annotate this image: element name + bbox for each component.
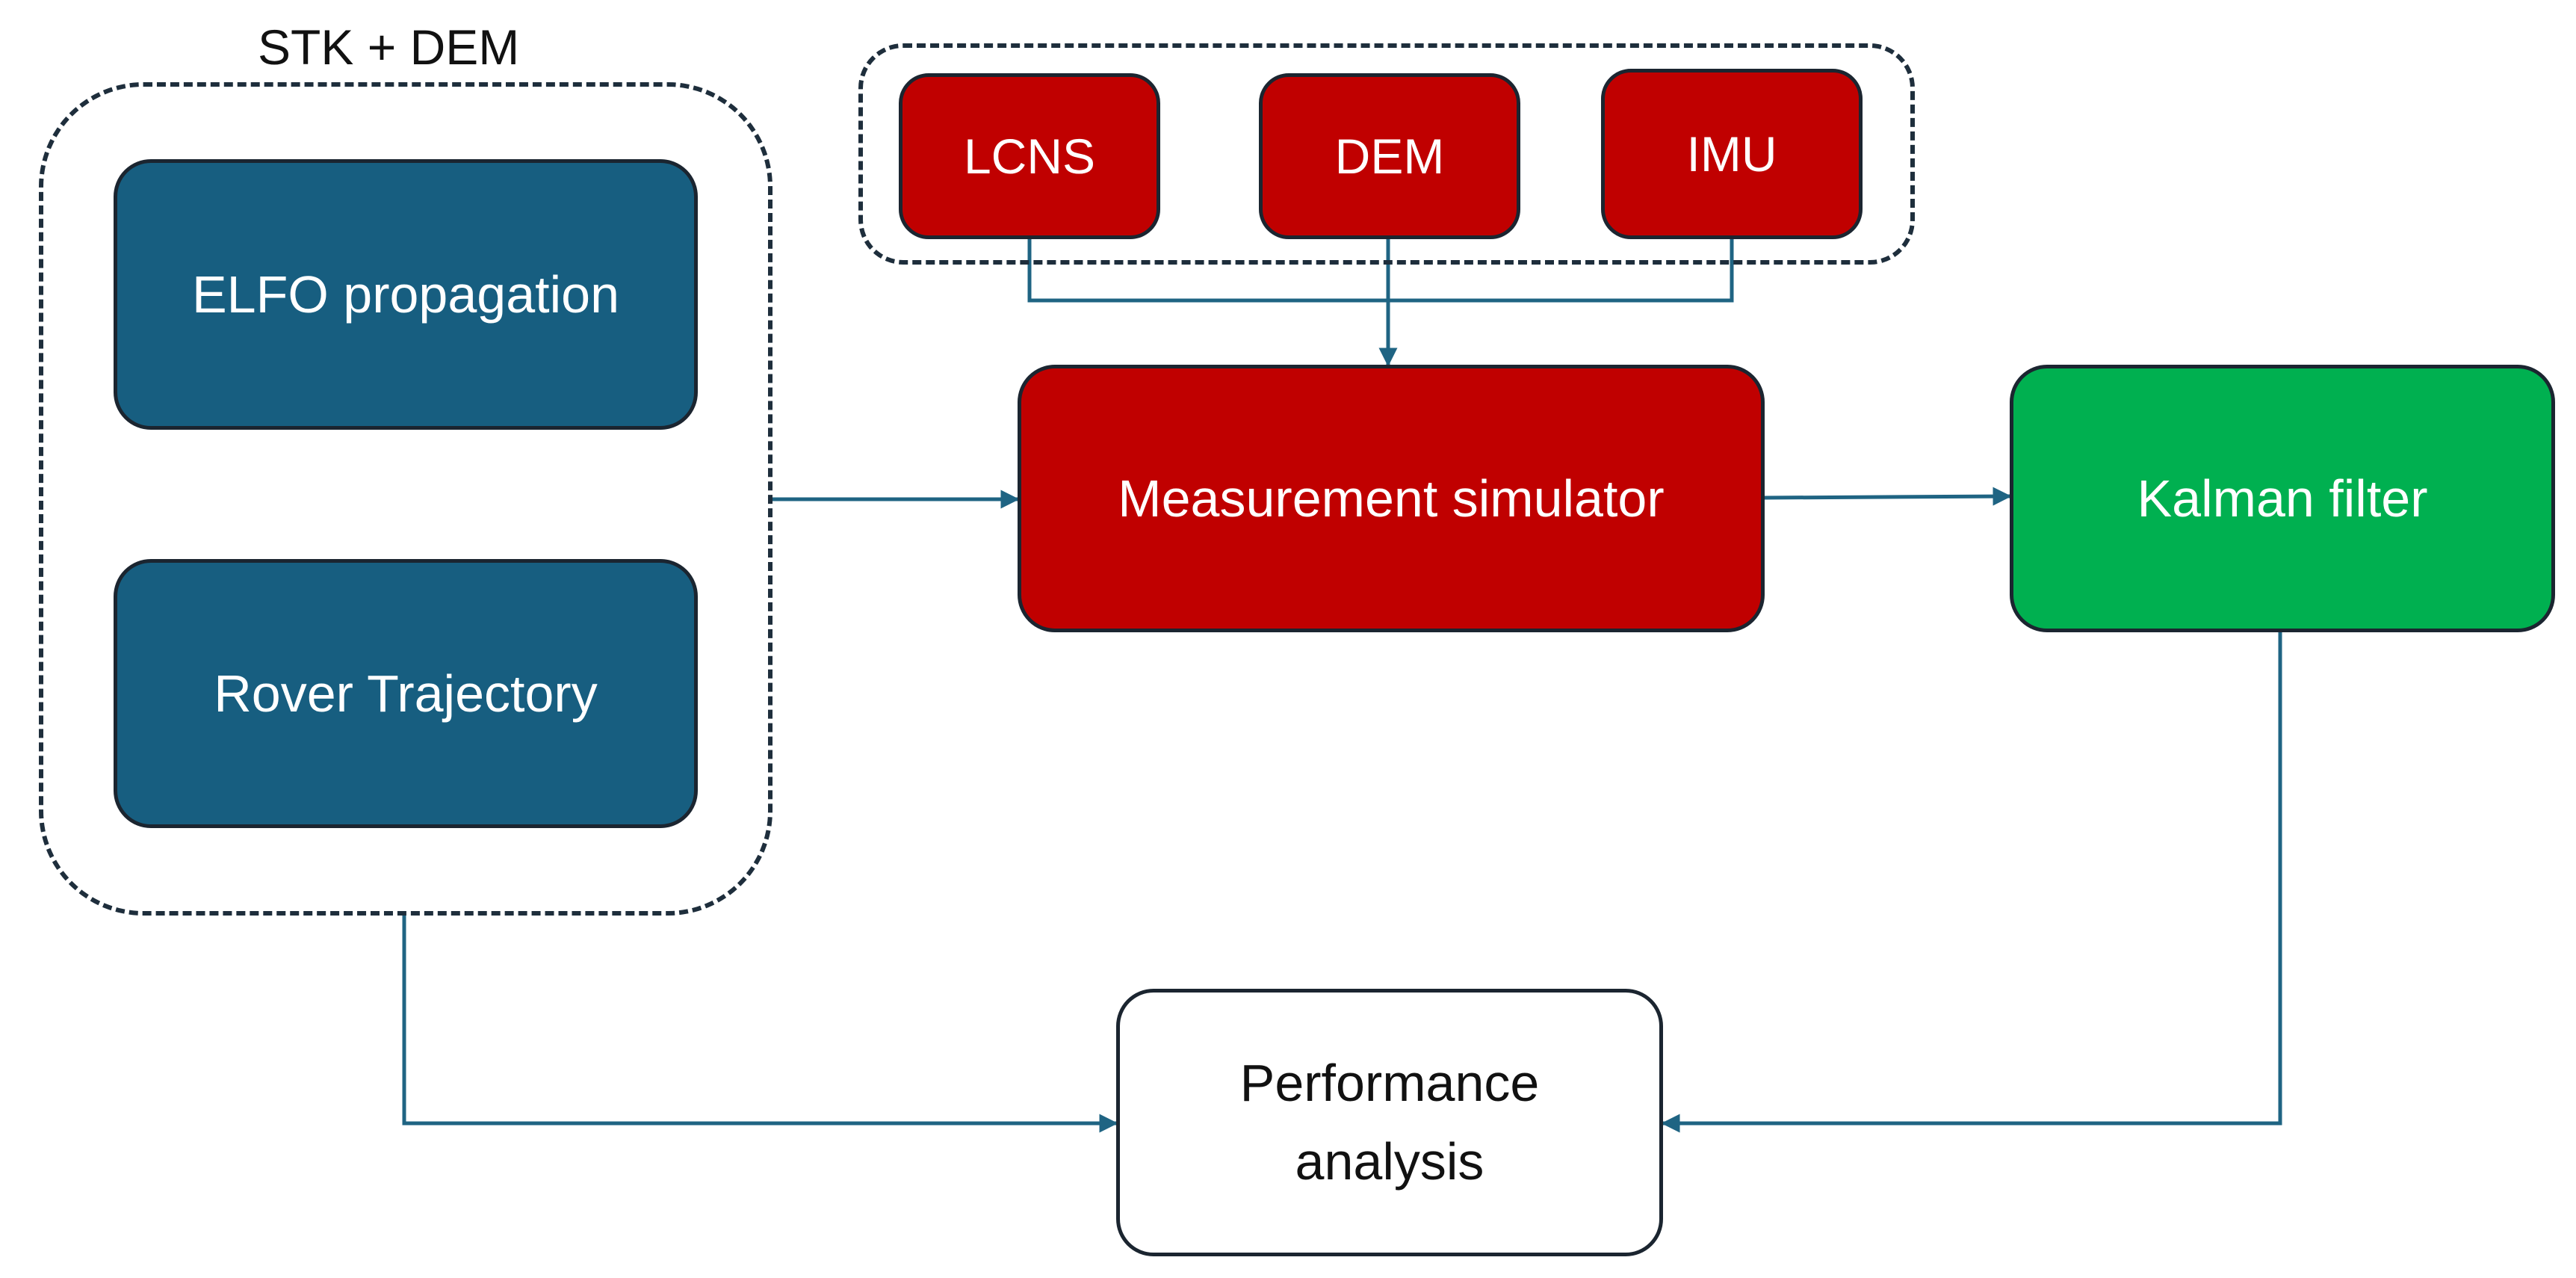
elfo-propagation-label: ELFO propagation (191, 265, 620, 324)
group-sensors (858, 43, 1915, 265)
lcns-label: LCNS (963, 128, 1096, 184)
measurement-simulator-block: Measurement simulator (1018, 365, 1765, 632)
rover-trajectory-block: Rover Trajectory (114, 559, 698, 828)
connector-stk-to-performance (402, 913, 1118, 1133)
elfo-propagation-block: ELFO propagation (114, 159, 698, 430)
dem-label: DEM (1334, 128, 1445, 184)
group-stk-dem (39, 82, 773, 916)
group-label-stk-dem: STK + DEM (258, 19, 520, 75)
rover-trajectory-label: Rover Trajectory (214, 664, 598, 723)
performance-analysis-text: Performance analysis (1240, 1044, 1540, 1201)
imu-label: IMU (1686, 126, 1777, 182)
connector-lcns-bus (1027, 238, 1734, 303)
dem-block: DEM (1259, 73, 1520, 239)
measurement-simulator-label: Measurement simulator (1118, 469, 1665, 528)
imu-block: IMU (1601, 69, 1863, 239)
connector-simulator-to-kalman (1764, 487, 2012, 506)
kalman-filter-block: Kalman filter (2010, 365, 2555, 632)
lcns-block: LCNS (899, 73, 1160, 239)
performance-analysis-block: Performance analysis (1116, 989, 1663, 1256)
performance-label-line2: analysis (1295, 1132, 1484, 1191)
connector-kalman-to-performance (1661, 632, 2282, 1133)
performance-label-line1: Performance (1239, 1054, 1540, 1112)
kalman-filter-label: Kalman filter (2137, 469, 2428, 528)
